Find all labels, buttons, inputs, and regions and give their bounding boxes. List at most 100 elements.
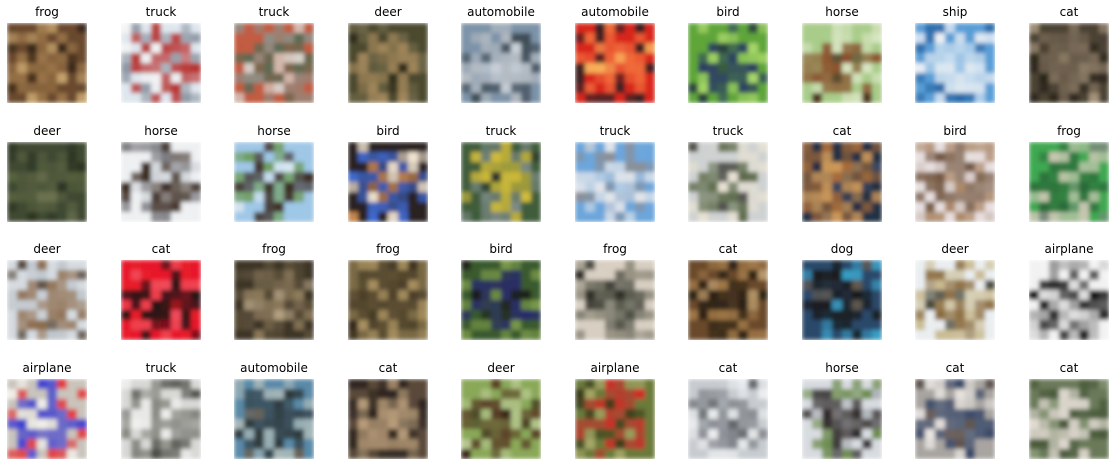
bird-photo [915,142,995,222]
truck-photo [688,142,768,222]
image-label: frog [1057,124,1081,138]
frog-photo [234,260,314,340]
thumbnail-image [915,23,995,103]
image-label: bird [716,5,740,19]
thumbnail-image [234,23,314,103]
image-label: cat [1059,5,1079,19]
automobile-photo [234,379,314,459]
thumbnail-image [461,23,541,103]
image-label: deer [487,361,515,375]
image-label: automobile [581,5,649,19]
deer-photo [461,379,541,459]
horse-photo [802,23,882,103]
thumbnail-image [234,142,314,222]
image-label: horse [825,361,859,375]
image-label: cat [151,242,171,256]
thumbnail-image [802,260,882,340]
thumbnail-image [1029,379,1109,459]
thumbnail-image [802,23,882,103]
image-label: bird [489,242,513,256]
thumbnail-image [688,260,768,340]
image-label: cat [378,361,398,375]
image-label: airplane [22,361,72,375]
cat-photo [915,379,995,459]
image-label: airplane [590,361,640,375]
thumbnail-image [915,379,995,459]
horse-photo [802,379,882,459]
thumbnail-image [121,379,201,459]
thumbnail-image [7,142,87,222]
image-label: cat [832,124,852,138]
truck-photo [461,142,541,222]
frog-photo [1029,142,1109,222]
image-label: horse [825,5,859,19]
thumbnail-image [802,379,882,459]
thumbnail-image [234,379,314,459]
image-label: truck [712,124,744,138]
thumbnail-image [915,260,995,340]
image-label: deer [33,242,61,256]
image-label: cat [945,361,965,375]
thumbnail-image [915,142,995,222]
deer-photo [915,260,995,340]
image-label: cat [718,242,738,256]
thumbnail-image [121,23,201,103]
frog-photo [7,23,87,103]
thumbnail-image [234,260,314,340]
truck-photo [121,379,201,459]
thumbnail-image [1029,260,1109,340]
thumbnail-image [688,142,768,222]
automobile-photo [575,23,655,103]
deer-photo [7,142,87,222]
image-label: deer [374,5,402,19]
cat-photo [1029,379,1109,459]
image-label: dog [830,242,854,256]
thumbnail-image [461,142,541,222]
cat-photo [802,142,882,222]
thumbnail-image [348,23,428,103]
truck-photo [234,23,314,103]
airplane-photo [1029,260,1109,340]
thumbnail-image [461,379,541,459]
bird-photo [348,142,428,222]
image-label: frog [262,242,286,256]
thumbnail-image [7,23,87,103]
thumbnail-image [802,142,882,222]
image-label: bird [376,124,400,138]
image-label: automobile [240,361,308,375]
image-label: deer [33,124,61,138]
ship-photo [915,23,995,103]
image-label: horse [257,124,291,138]
dog-photo [802,260,882,340]
image-label: frog [376,242,400,256]
thumbnail-image [575,260,655,340]
image-label: truck [599,124,631,138]
image-label: automobile [467,5,535,19]
image-label: deer [941,242,969,256]
image-label: truck [258,5,290,19]
bird-photo [461,260,541,340]
thumbnail-image [348,142,428,222]
image-label: cat [1059,361,1079,375]
image-label: frog [603,242,627,256]
cat-photo [688,260,768,340]
cat-photo [1029,23,1109,103]
thumbnail-image [1029,142,1109,222]
image-label: cat [718,361,738,375]
airplane-photo [575,379,655,459]
truck-photo [121,23,201,103]
deer-photo [7,260,87,340]
thumbnail-image [575,142,655,222]
thumbnail-image [121,260,201,340]
cat-photo [688,379,768,459]
image-label: horse [144,124,178,138]
thumbnail-image [121,142,201,222]
bird-photo [688,23,768,103]
airplane-photo [7,379,87,459]
image-label: truck [145,5,177,19]
image-label: bird [943,124,967,138]
cat-photo [348,379,428,459]
thumbnail-image [688,379,768,459]
truck-photo [575,142,655,222]
thumbnail-image [7,260,87,340]
